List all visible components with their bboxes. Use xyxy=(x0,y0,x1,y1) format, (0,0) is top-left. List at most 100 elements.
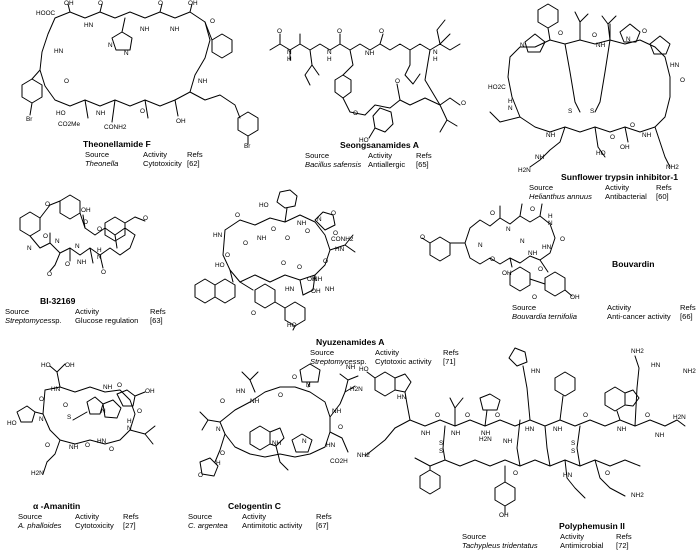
compound-name: Nyuzenamides A xyxy=(316,337,385,347)
source-value: Helianthus annuus xyxy=(529,192,592,201)
atom-label: NH xyxy=(198,78,208,85)
atom-label: NH xyxy=(655,432,665,439)
sfti-1-structure: N O O NH N O HN O HO2C S S H N O NH OH N… xyxy=(480,2,700,174)
activity-value: Antiallergic xyxy=(368,160,406,169)
refs-header: Refs xyxy=(416,151,432,160)
atom-label: Br xyxy=(26,116,33,123)
atom-label: O xyxy=(532,294,537,301)
atom-label: N xyxy=(302,438,307,445)
atom-label: O xyxy=(64,78,69,85)
atom-label: O xyxy=(680,77,685,84)
atom-label: O xyxy=(101,269,106,276)
sfti-1-bonds xyxy=(489,3,671,168)
source-header: Source xyxy=(512,303,537,312)
atom-label: OH xyxy=(145,388,155,395)
source-suffix: sp. xyxy=(356,357,367,366)
refs-header: Refs xyxy=(150,307,166,316)
atom-label: H xyxy=(327,56,332,63)
atom-label: NH xyxy=(272,440,282,447)
atom-label: NH xyxy=(297,220,307,227)
atom-label: O xyxy=(210,18,215,25)
polyphemusin-ii-bonds xyxy=(364,347,686,515)
compound-name: Sunflower trypsin inhibitor-1 xyxy=(561,172,678,182)
activity-header: Activity xyxy=(605,183,630,192)
refs-value: [60] xyxy=(656,192,669,201)
source-value: Theonella xyxy=(85,159,119,168)
atom-label: O xyxy=(281,260,286,267)
atom-label: O xyxy=(45,201,50,208)
compound-name: Polyphemusin II xyxy=(559,521,625,531)
atom-label: HN xyxy=(236,388,246,395)
atom-label: HO xyxy=(56,110,66,117)
atom-label: H2N xyxy=(518,167,531,174)
activity-value: Antimitotic activity xyxy=(242,521,303,530)
atom-label: HN xyxy=(525,426,535,433)
atom-label: O xyxy=(98,0,103,7)
atom-label: O xyxy=(47,271,52,278)
atom-label: HN xyxy=(542,244,552,251)
atom-label: O xyxy=(338,424,343,431)
atom-label: NH xyxy=(325,286,335,293)
atom-label: OH xyxy=(620,144,630,151)
atom-label: NH xyxy=(481,430,491,437)
atom-label: N xyxy=(520,42,525,49)
atom-label: O xyxy=(379,28,384,35)
theonellamide-f-structure: HOOC OH O HN NH N N O OH Br O HO NH CO2M… xyxy=(0,0,260,150)
atom-label: NH xyxy=(346,364,356,371)
atom-label: N xyxy=(287,49,292,56)
atom-label: O xyxy=(630,122,635,129)
atom-label: HN xyxy=(285,286,295,293)
refs-value: [71] xyxy=(443,357,456,366)
atom-label: O xyxy=(158,0,163,7)
atom-label: O xyxy=(83,219,88,226)
compound-name: Bouvardin xyxy=(612,259,655,269)
atom-label: HO2C xyxy=(488,84,506,91)
atom-label: NH xyxy=(313,276,323,283)
source-header: Source xyxy=(5,307,30,316)
celogentin-c-structure: NH H2N NH N O HN O NH O N NH HN O CO2H O… xyxy=(180,362,365,492)
atom-label: S xyxy=(568,108,573,115)
atom-label: N xyxy=(27,245,32,252)
atom-label: S xyxy=(439,440,444,447)
alpha-amanitin-structure: HO OH HN O HO N NH O H N O S O N OH H2N … xyxy=(5,362,180,477)
source-value: Tachypleus tridentatus xyxy=(462,541,538,550)
atom-label: O xyxy=(65,261,70,268)
seongsanamide-a-structure: O H N N H O NH O O HO O H N O xyxy=(265,19,475,145)
atom-label: H2N xyxy=(350,386,363,393)
atom-label: H2N xyxy=(673,414,686,421)
atom-label: O xyxy=(465,412,470,419)
atom-label: NH xyxy=(421,430,431,437)
refs-header: Refs xyxy=(616,532,632,541)
atom-label: Br xyxy=(244,143,251,150)
atom-label: HO xyxy=(41,362,51,369)
atom-label: O xyxy=(140,108,145,115)
atom-label: O xyxy=(43,233,48,240)
refs-header: Refs xyxy=(680,303,696,312)
atom-label: NH xyxy=(503,438,513,445)
atom-label: HN xyxy=(563,472,573,479)
refs-header: Refs xyxy=(123,512,139,521)
activity-value: Glucose regulation xyxy=(75,316,139,325)
atom-label: NH xyxy=(365,50,375,57)
atom-label: NH2 xyxy=(631,492,644,499)
activity-header: Activity xyxy=(242,512,267,521)
atom-label: OH xyxy=(570,294,580,301)
atom-label: O xyxy=(605,470,610,477)
atom-label: S xyxy=(571,440,576,447)
atom-label: O xyxy=(45,442,50,449)
atom-label: O xyxy=(225,252,230,259)
source-header: Source xyxy=(529,183,554,192)
atom-label: O xyxy=(85,442,90,449)
compound-name: Theonellamide F xyxy=(83,139,151,149)
atom-label: O xyxy=(137,408,142,415)
atom-label: O xyxy=(39,396,44,403)
atom-label: HN xyxy=(531,368,541,375)
atom-label: HO xyxy=(215,262,225,269)
atom-label: N xyxy=(101,408,106,415)
atom-label: O xyxy=(331,210,336,217)
atom-label: NH xyxy=(170,26,180,33)
activity-header: Activity xyxy=(560,532,585,541)
atom-label: N xyxy=(520,238,525,245)
atom-label: O xyxy=(642,28,647,35)
